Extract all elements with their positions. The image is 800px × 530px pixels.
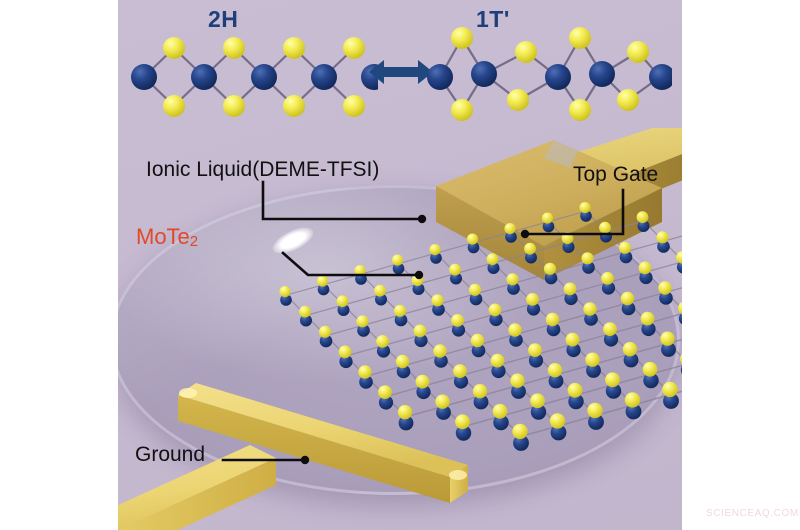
label-mote2: MoTe2	[136, 224, 198, 250]
crystal-structure-2h	[128, 32, 378, 122]
watermark: SCIENCEAQ.COM	[706, 508, 799, 519]
label-mote2-subscript: 2	[189, 233, 199, 250]
label-ionic-liquid: Ionic Liquid(DEME-TFSI)	[146, 158, 380, 181]
label-top-gate: Top Gate	[573, 163, 659, 186]
ground-electrode	[118, 295, 540, 530]
phase-transition-arrow	[367, 55, 435, 94]
phase-label-1t: 1T'	[476, 6, 510, 32]
crystal-structure-1t	[422, 22, 672, 127]
label-ground: Ground	[135, 443, 206, 466]
label-mote2-text: MoTe	[136, 224, 190, 249]
phase-label-2h: 2H	[208, 6, 239, 32]
callout-leader-lines	[221, 180, 625, 465]
illustration-area: 2H 1T'	[118, 0, 682, 530]
